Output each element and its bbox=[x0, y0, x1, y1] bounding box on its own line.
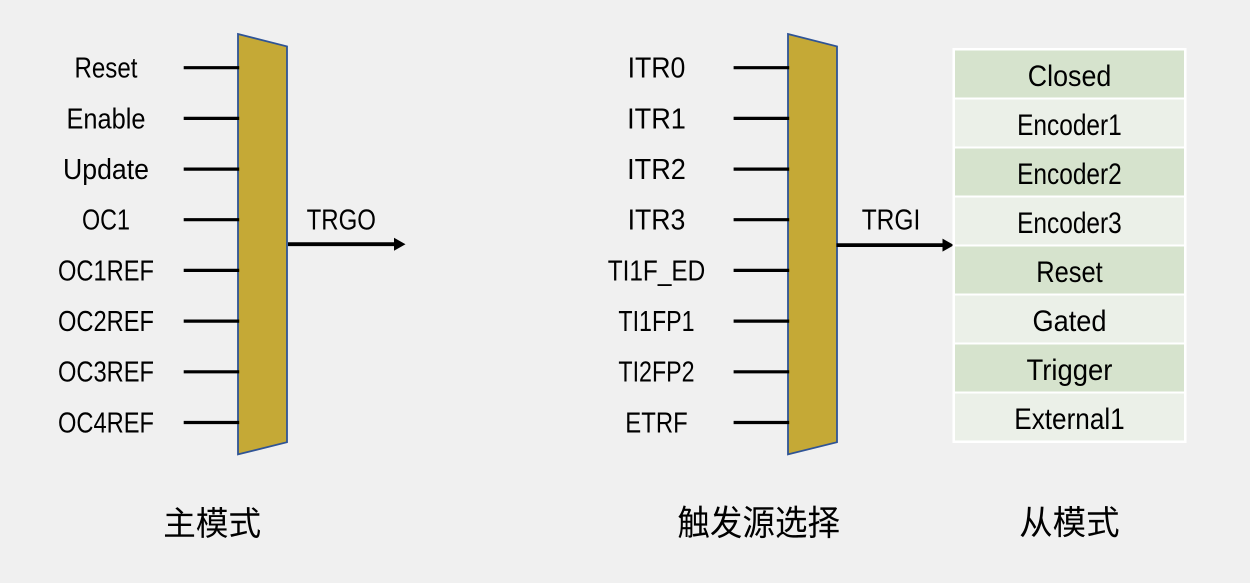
svg-text:OC3REF: OC3REF bbox=[58, 357, 154, 389]
svg-text:Encoder3: Encoder3 bbox=[1017, 207, 1122, 240]
svg-text:ITR1: ITR1 bbox=[627, 103, 686, 135]
svg-text:Reset: Reset bbox=[1036, 256, 1103, 289]
svg-text:ITR0: ITR0 bbox=[628, 53, 686, 85]
svg-text:OC1REF: OC1REF bbox=[58, 255, 154, 287]
svg-text:Encoder1: Encoder1 bbox=[1017, 109, 1122, 142]
svg-text:Closed: Closed bbox=[1028, 60, 1112, 93]
svg-text:Reset: Reset bbox=[75, 53, 138, 85]
svg-text:Encoder2: Encoder2 bbox=[1017, 158, 1122, 191]
svg-text:OC4REF: OC4REF bbox=[58, 407, 154, 439]
svg-text:ETRF: ETRF bbox=[625, 407, 687, 439]
svg-text:TRGI: TRGI bbox=[862, 205, 921, 237]
svg-text:Gated: Gated bbox=[1033, 305, 1107, 338]
svg-text:TI1F_ED: TI1F_ED bbox=[608, 255, 706, 287]
svg-text:ITR3: ITR3 bbox=[628, 205, 686, 237]
svg-text:Trigger: Trigger bbox=[1027, 354, 1113, 387]
svg-text:TI1FP1: TI1FP1 bbox=[618, 306, 694, 338]
svg-text:Enable: Enable bbox=[67, 103, 146, 135]
svg-text:ITR2: ITR2 bbox=[627, 154, 686, 186]
svg-text:External1: External1 bbox=[1014, 403, 1124, 436]
svg-text:OC1: OC1 bbox=[82, 205, 130, 237]
svg-text:OC2REF: OC2REF bbox=[58, 306, 154, 338]
svg-text:Update: Update bbox=[63, 154, 149, 186]
svg-text:TI2FP2: TI2FP2 bbox=[618, 357, 694, 389]
svg-text:TRGO: TRGO bbox=[307, 204, 376, 236]
